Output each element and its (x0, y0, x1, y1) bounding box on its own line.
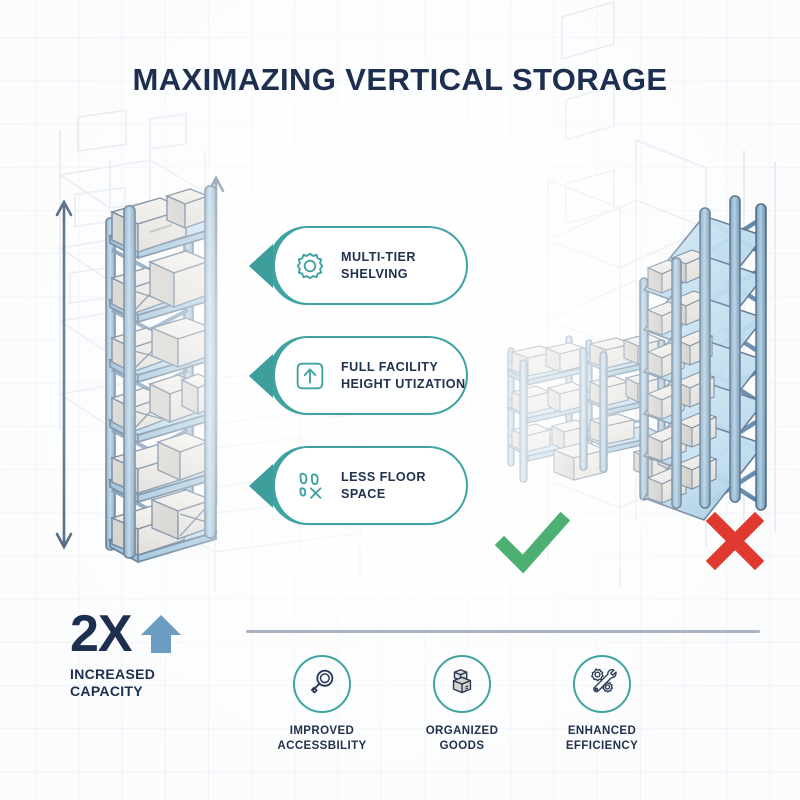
callout-pointer (249, 463, 273, 508)
callout-label: FULL FACILITY HEIGHT UTIZATION (341, 359, 466, 391)
stat-label: INCREASED CAPACITY (70, 666, 156, 699)
callout-pointer (249, 243, 273, 288)
stat-value: 2X (70, 605, 133, 663)
callout-multi-tier-shelving[interactable]: MULTI-TIER SHELVING (249, 226, 468, 305)
section-divider (246, 630, 760, 633)
feature-organized-goods[interactable]: ORGANIZED GOODS (402, 655, 522, 754)
stat-top-row: 2X (70, 608, 240, 660)
callout-label: LESS FLOOR SPACE (341, 469, 426, 501)
callout-pointer (249, 353, 273, 398)
callout-label: MULTI-TIER SHELVING (341, 249, 416, 281)
magnifier-icon (306, 666, 338, 703)
callout-height-utilization[interactable]: FULL FACILITY HEIGHT UTIZATION (249, 336, 468, 415)
feature-enhanced-efficiency[interactable]: ENHANCED EFFICIENCY (542, 655, 662, 754)
arrow-up-icon (138, 611, 184, 657)
check-icon (494, 511, 571, 579)
feature-icon-circle (573, 655, 631, 713)
tall-shelf-left (55, 175, 225, 564)
page-title: MAXIMAZING VERTICAL STORAGE (132, 62, 668, 97)
stacked-boxes-icon (446, 666, 478, 703)
cross-icon (705, 511, 765, 575)
gear-icon (291, 247, 329, 285)
feature-label: ENHANCED EFFICIENCY (565, 725, 639, 753)
feature-label: IMPROVED ACCESSBILITY (277, 725, 367, 753)
feature-improved-accessibility[interactable]: IMPROVED ACCESSBILITY (262, 655, 382, 754)
feature-icon-circle (433, 655, 491, 713)
callout-less-floor-space[interactable]: LESS FLOOR SPACE (249, 446, 468, 525)
arrow-up-box-icon (291, 357, 329, 395)
wrench-gears-icon (586, 665, 619, 703)
feature-row: IMPROVED ACCESSBILITY ORG (262, 655, 662, 754)
feature-icon-circle (293, 655, 351, 713)
footprints-x-icon (291, 467, 329, 505)
feature-label: ORGANIZED GOODS (425, 725, 499, 753)
increased-capacity-stat: 2X INCREASED CAPACITY (70, 608, 240, 700)
